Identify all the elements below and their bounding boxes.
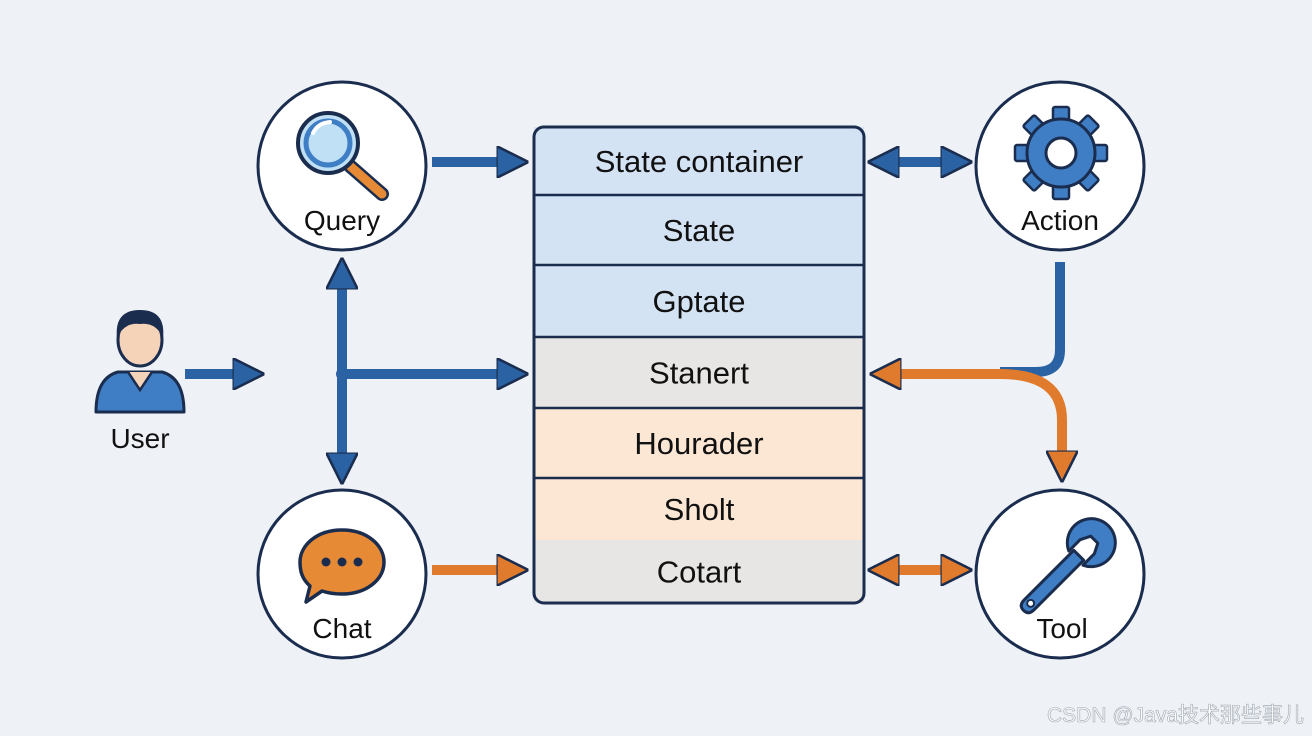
stack-row: [534, 265, 864, 337]
stack-row-label: Sholt: [664, 492, 735, 527]
chat-node[interactable]: Chat: [256, 488, 428, 660]
stack-frame: [532, 125, 866, 605]
arrow-action-down: [1000, 262, 1065, 377]
tool-label: Tool: [1036, 613, 1087, 644]
wrench-icon: [1019, 517, 1117, 615]
query-label: Query: [304, 205, 380, 236]
stack-row-label: Gptate: [652, 284, 745, 319]
query-node[interactable]: Query: [256, 80, 428, 252]
stack-row: [534, 408, 864, 478]
stack-row-label: Cotart: [657, 555, 742, 590]
stack-row: [534, 337, 864, 408]
state-stack: State containerStateGptateStanertHourade…: [532, 125, 866, 605]
user-label: User: [110, 423, 169, 454]
stack-row-label: State container: [595, 144, 804, 179]
stack-row: [534, 195, 864, 265]
chat-label: Chat: [312, 613, 371, 644]
stack-row-label: Hourader: [634, 426, 763, 461]
tool-node[interactable]: Tool: [974, 488, 1146, 660]
stack-row-label: Stanert: [649, 356, 749, 391]
stack-row: [534, 127, 864, 195]
user-node[interactable]: User: [94, 310, 186, 454]
watermark: CSDN @Java技术那些事儿: [1047, 704, 1304, 727]
stack-row: [534, 478, 864, 540]
connectors: [185, 162, 1062, 570]
gear-icon: [1013, 105, 1109, 201]
action-node[interactable]: Action: [974, 80, 1146, 252]
speech-bubble-icon: [298, 528, 386, 604]
stack-row-label: State: [663, 213, 735, 248]
user-icon: [94, 310, 186, 414]
arrow-to-tool: [999, 369, 1062, 476]
magnifier-icon: [296, 111, 389, 201]
stack-row: [534, 540, 864, 603]
action-label: Action: [1021, 205, 1099, 236]
